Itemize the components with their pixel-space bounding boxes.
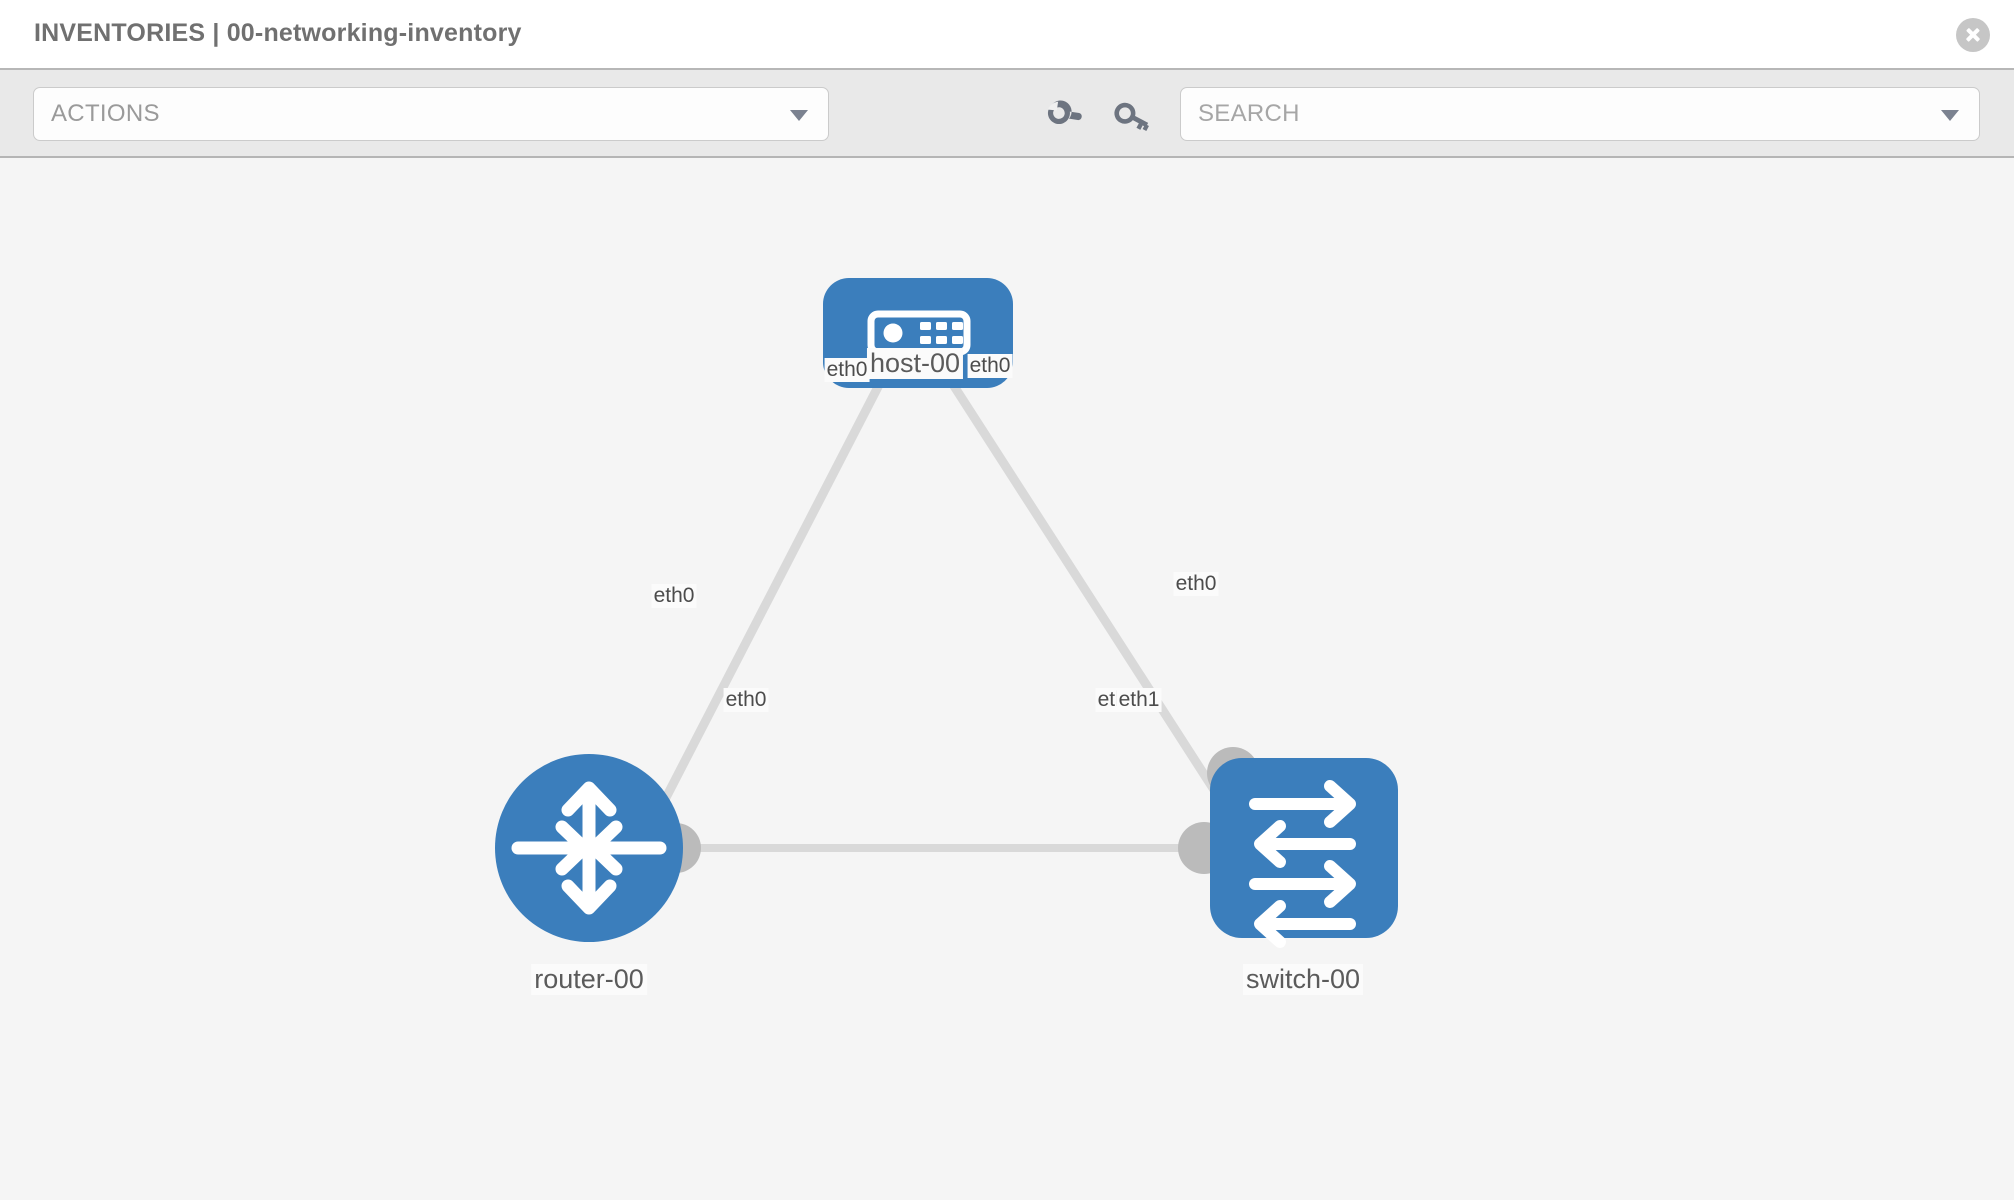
title-bar: INVENTORIES | 00-networking-inventory — [0, 0, 2014, 70]
toolbar: ACTIONS SEARCH — [0, 70, 2014, 158]
link-host-switch[interactable] — [948, 380, 1249, 841]
page-title: INVENTORIES | 00-networking-inventory — [34, 19, 522, 47]
close-icon[interactable] — [1956, 18, 1990, 52]
chevron-down-icon — [1941, 110, 1959, 121]
iface-label: eth0 — [1173, 572, 1219, 596]
search-placeholder: SEARCH — [1198, 100, 1300, 127]
iface-label: eth0 — [651, 584, 697, 608]
topology-graph — [495, 278, 1398, 948]
iface-label: eth0 — [824, 358, 870, 382]
search-input[interactable]: SEARCH — [1180, 87, 1980, 141]
node-label-switch: switch-00 — [1242, 964, 1364, 995]
iface-label: eth0 — [723, 688, 769, 712]
wrench-icon-svg — [1047, 100, 1082, 125]
topology-sockets — [651, 322, 1259, 874]
chevron-down-icon — [790, 110, 808, 121]
node-router-00[interactable] — [495, 754, 683, 942]
actions-dropdown[interactable]: ACTIONS — [33, 87, 829, 141]
link-host-router[interactable] — [636, 380, 884, 851]
iface-label: eth1 — [1116, 688, 1162, 712]
router-arrows-icon — [511, 781, 667, 915]
key-icon[interactable] — [1110, 98, 1154, 136]
iface-label: eth0 — [967, 354, 1013, 378]
key-icon-svg — [1114, 102, 1149, 131]
switch-arrows-icon — [1249, 780, 1356, 948]
actions-dropdown-label: ACTIONS — [51, 100, 160, 127]
node-label-host: host-00 — [866, 348, 964, 379]
topology-canvas[interactable]: eth0 eth0 eth0 eth0 eth0 eth0 eth1 host-… — [0, 158, 2014, 1200]
node-label-router: router-00 — [531, 964, 647, 995]
wrench-icon[interactable] — [1040, 98, 1084, 136]
topology-links — [636, 380, 1249, 852]
node-switch-00[interactable] — [1210, 758, 1398, 948]
